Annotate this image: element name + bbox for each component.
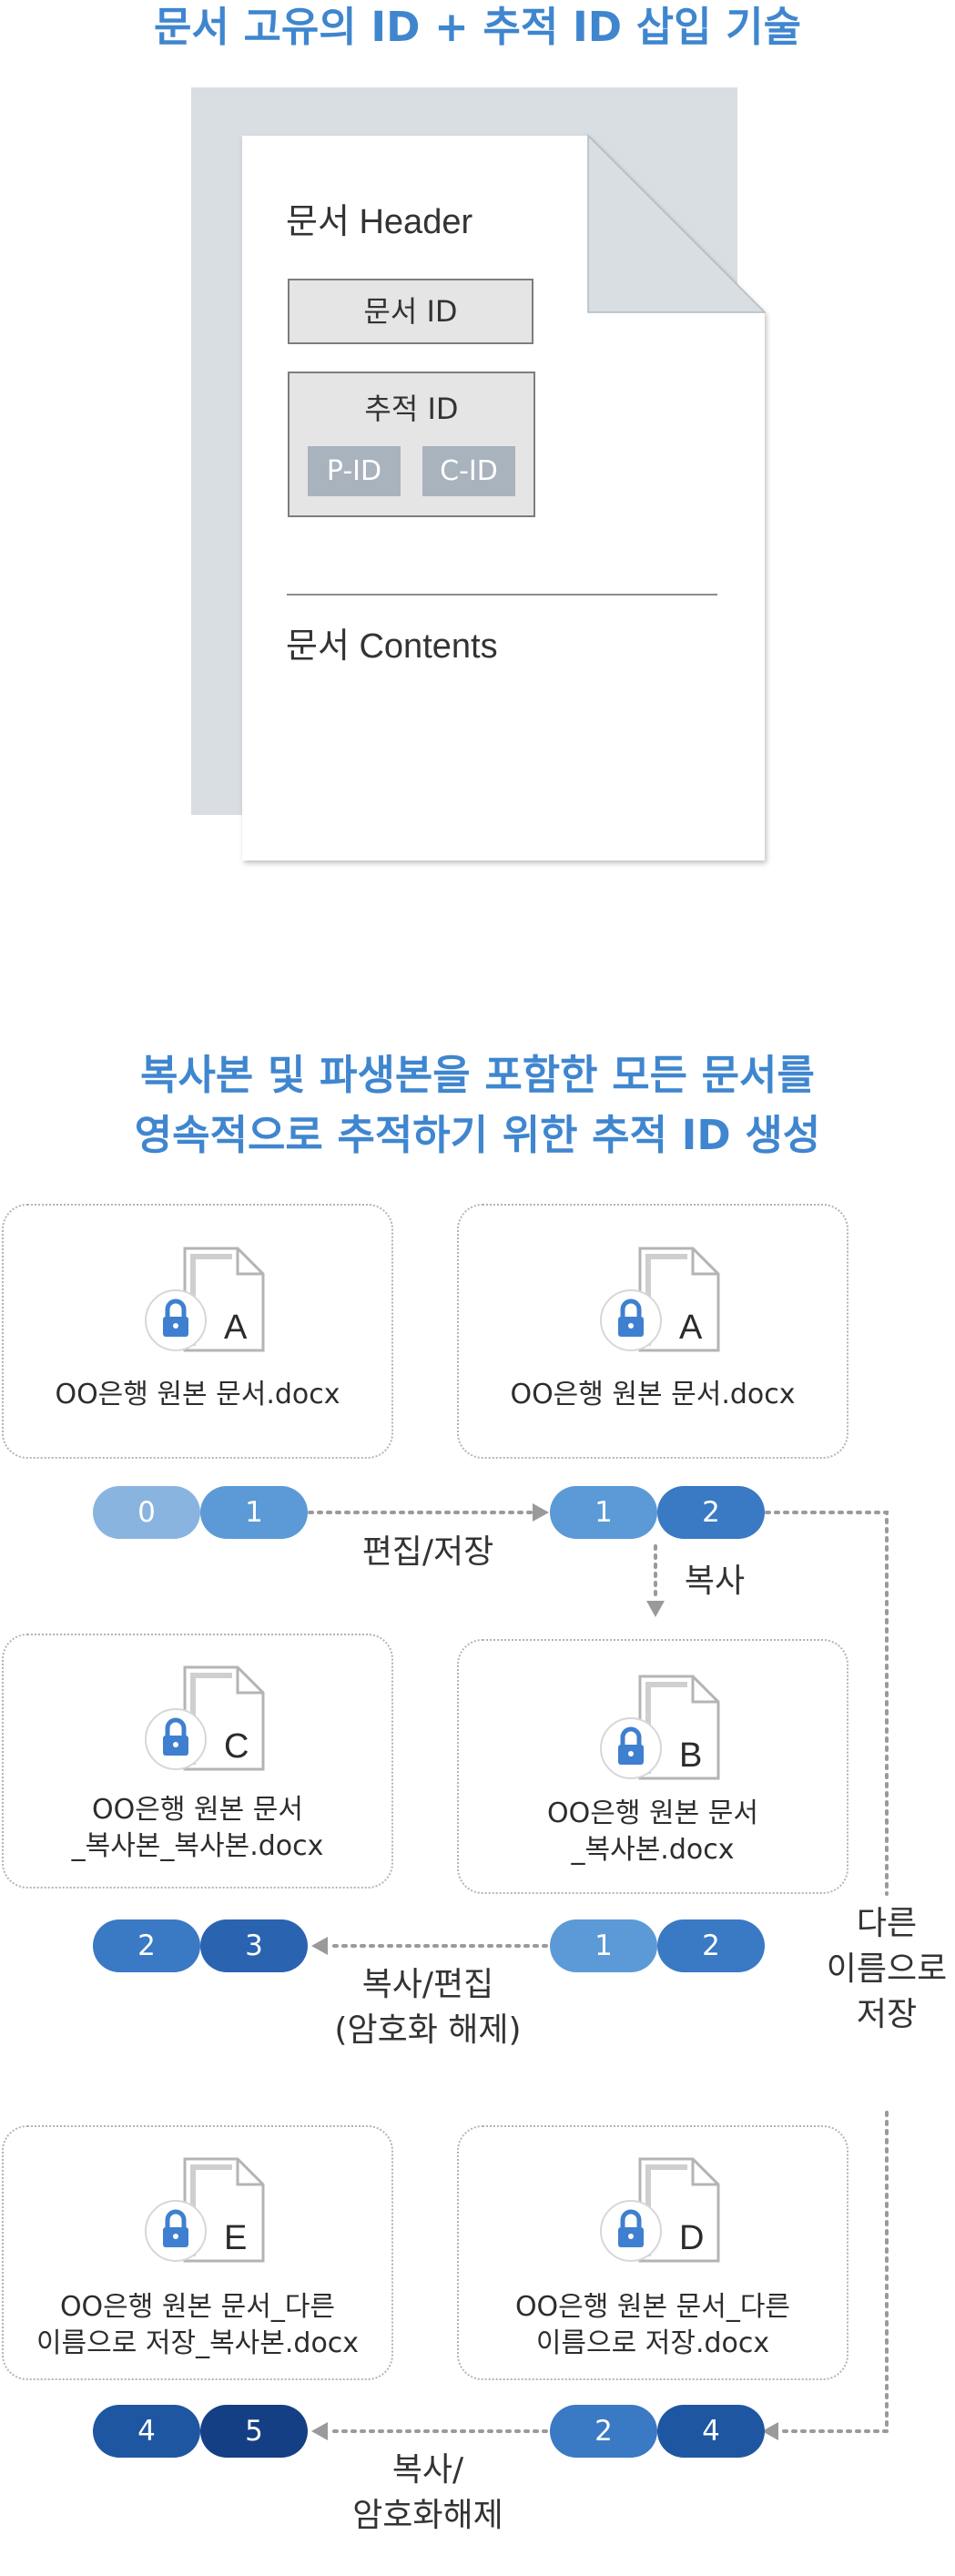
copy-decrypt-label-line-2: 암호화해제 — [352, 2497, 503, 2534]
copy-label: 복사 — [684, 1563, 746, 1600]
filename-line-2: 이름으로 저장.docx — [535, 2327, 770, 2359]
document-filename: OO은행 원본 문서_다른 이름으로 저장_복사본.docx — [4, 2289, 391, 2362]
filename-line-2: 이름으로 저장_복사본.docx — [36, 2327, 360, 2359]
document-filename: OO은행 원본 문서 _복사본.docx — [459, 1796, 847, 1868]
tracking-id-box: 추적 ID P-ID C-ID — [288, 372, 535, 517]
tracking-id-pill-pair-c: 2 3 — [93, 1919, 308, 1972]
card-document-d[interactable]: D OO은행 원본 문서_다른 이름으로 저장.docx — [457, 2125, 848, 2380]
locked-document-icon — [145, 2157, 265, 2263]
copy-edit-label: 복사/편집 (암호화 해제) — [310, 1962, 546, 2053]
tracking-id-pill-pair-b: 1 2 — [550, 1919, 765, 1972]
filename-line-1: OO은행 원본 문서.docx — [55, 1379, 340, 1410]
arrowhead-right-1 — [533, 1503, 549, 1522]
save-as-label: 다른 이름으로 저장 — [805, 1901, 955, 2038]
document-letter: E — [224, 2219, 248, 2257]
copy-decrypt-label-line-1: 복사/ — [391, 2451, 464, 2489]
document-letter: D — [679, 2219, 705, 2257]
child-id-pill: 5 — [200, 2405, 308, 2458]
tracking-id-pill-pair-d: 2 4 — [550, 2405, 765, 2458]
filename-line-1: OO은행 원본 문서 — [92, 1794, 303, 1826]
cid-chip: C-ID — [422, 446, 515, 496]
filename-line-1: OO은행 원본 문서_다른 — [59, 2291, 336, 2323]
tracking-id-pill-pair-a-original: 0 1 — [93, 1486, 308, 1539]
section-title-id-technology: 문서 고유의 ID + 추적 ID 삽입 기술 — [154, 3, 801, 51]
document-divider — [287, 594, 717, 596]
child-id-pill: 3 — [200, 1919, 308, 1972]
filename-line-1: OO은행 원본 문서 — [547, 1797, 758, 1829]
document-fold-corner — [587, 134, 767, 313]
child-id-pill: 4 — [657, 2405, 765, 2458]
copy-decrypt-label: 복사/ 암호화해제 — [310, 2448, 546, 2539]
card-document-e[interactable]: E OO은행 원본 문서_다른 이름으로 저장_복사본.docx — [2, 2125, 393, 2380]
copy-edit-label-line-2: (암호화 해제) — [334, 2011, 522, 2049]
filename-line-1: OO은행 원본 문서.docx — [510, 1379, 796, 1410]
filename-line-2: _복사본_복사본.docx — [71, 1830, 324, 1862]
filename-line-2: _복사본.docx — [571, 1834, 735, 1866]
parent-id-pill: 4 — [93, 2405, 200, 2458]
document-letter: C — [224, 1727, 249, 1766]
connector-save-as-lower — [777, 2111, 889, 2433]
child-id-pill: 2 — [657, 1486, 765, 1539]
save-as-label-line-1: 다른 — [856, 1905, 918, 1942]
save-as-label-line-2: 이름으로 — [826, 1950, 948, 1988]
locked-document-icon — [600, 2157, 720, 2263]
locked-document-icon — [145, 1665, 265, 1771]
card-document-a-saved[interactable]: A OO은행 원본 문서.docx — [457, 1204, 848, 1459]
child-id-pill: 1 — [200, 1486, 308, 1539]
tracking-id-label: 추적 ID — [364, 392, 459, 426]
locked-document-icon — [145, 1247, 265, 1352]
tracking-id-pill-pair-e: 4 5 — [93, 2405, 308, 2458]
arrowhead-left-2 — [762, 2422, 778, 2440]
parent-id-pill: 0 — [93, 1486, 200, 1539]
pid-chip: P-ID — [308, 446, 401, 496]
parent-id-pill: 2 — [93, 1919, 200, 1972]
parent-id-pill: 1 — [550, 1919, 657, 1972]
document-letter: A — [679, 1308, 703, 1347]
document-letter: A — [224, 1308, 248, 1347]
section-title-tracking-flow: 복사본 및 파생본을 포함한 모든 문서를 영속적으로 추적하기 위한 추적 I… — [0, 1045, 955, 1166]
copy-edit-label-line-1: 복사/편집 — [361, 1966, 494, 2003]
card-document-a-original[interactable]: A OO은행 원본 문서.docx — [2, 1204, 393, 1459]
document-filename: OO은행 원본 문서_다른 이름으로 저장.docx — [459, 2289, 847, 2362]
title-line-2: 영속적으로 추적하기 위한 추적 ID 생성 — [134, 1111, 821, 1159]
document-filename: OO은행 원본 문서 _복사본_복사본.docx — [4, 1792, 391, 1865]
locked-document-icon — [600, 1247, 720, 1352]
parent-id-pill: 1 — [550, 1486, 657, 1539]
title-line-1: 복사본 및 파생본을 포함한 모든 문서를 — [140, 1051, 815, 1099]
card-document-b[interactable]: B OO은행 원본 문서 _복사본.docx — [457, 1639, 848, 1894]
edit-save-label: 편집/저장 — [361, 1533, 494, 1571]
arrowhead-left-1 — [311, 1937, 328, 1955]
document-filename: OO은행 원본 문서.docx — [459, 1377, 847, 1413]
arrowhead-left-3 — [311, 2422, 328, 2440]
document-id-box: 문서 ID — [288, 279, 533, 344]
document-letter: B — [679, 1736, 703, 1775]
save-as-label-line-3: 저장 — [856, 1996, 918, 2033]
connector-save-as-upper — [765, 1511, 889, 1896]
document-header-label: 문서 Header — [286, 203, 473, 241]
child-id-pill: 2 — [657, 1919, 765, 1972]
filename-line-1: OO은행 원본 문서_다른 — [514, 2291, 791, 2323]
document-contents-label: 문서 Contents — [286, 627, 498, 666]
arrowhead-down — [646, 1601, 665, 1617]
parent-id-pill: 2 — [550, 2405, 657, 2458]
locked-document-icon — [600, 1675, 720, 1780]
tracking-id-pill-pair-a-saved: 1 2 — [550, 1486, 765, 1539]
document-filename: OO은행 원본 문서.docx — [4, 1377, 391, 1413]
card-document-c[interactable]: C OO은행 원본 문서 _복사본_복사본.docx — [2, 1634, 393, 1889]
